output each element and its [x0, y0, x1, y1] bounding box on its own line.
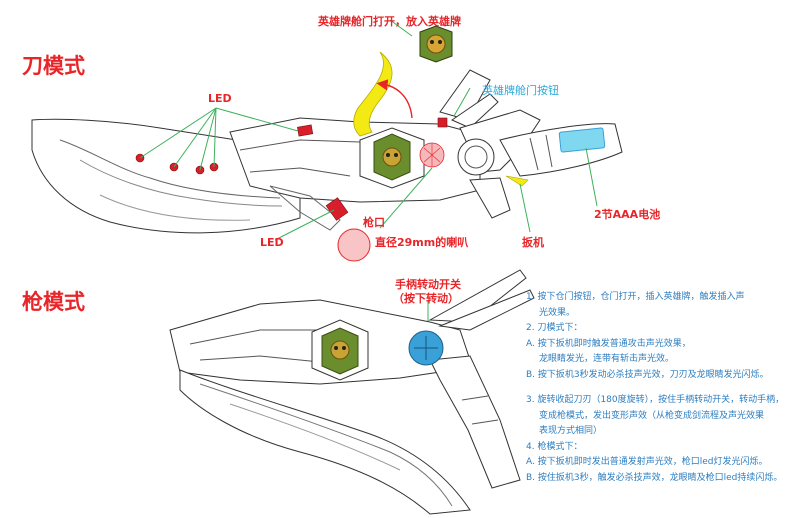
note-2b: B. 按下扳机3秒发动必杀技声光效，刀刃及龙眼睛发光闪烁。: [526, 369, 769, 380]
gun-folded-blade: [179, 369, 471, 515]
gun-hero-card: [321, 327, 359, 375]
led-label-top: LED: [208, 92, 232, 105]
grip-switch-label-line2: （按下转动）: [393, 292, 459, 305]
trigger-highlight: [505, 175, 529, 187]
gun-mode-title: 枪模式: [22, 290, 85, 314]
hero-card-hatch: [353, 51, 393, 137]
instructions-list: 1. 按下仓门按钮，仓门打开，插入英雄牌，触发插入声 光效果。 2. 刀模式下：…: [526, 290, 798, 486]
hatch-open-arrow: [376, 79, 413, 119]
speaker-label: 直径29mm的喇叭: [375, 236, 469, 249]
speaker-icon: [337, 228, 371, 262]
blade-mode-title: 刀模式: [22, 54, 85, 78]
note-3-cont2: 表现方式相同）: [539, 426, 603, 436]
leader-lines: [139, 19, 598, 330]
note-4b: B. 按住扳机3秒，触发必杀技声效，龙眼睛及枪口led持续闪烁。: [526, 472, 783, 483]
gun-handle: [429, 355, 521, 489]
note-1: 1. 按下仓门按钮，仓门打开，插入英雄牌，触发插入声: [526, 292, 745, 302]
led-label-bottom: LED: [260, 236, 284, 249]
note-1-cont: 光效果。: [539, 307, 576, 318]
muzzle-label: 枪口: [363, 216, 385, 229]
blade-hero-card: [373, 133, 411, 181]
blade-leds: [135, 117, 448, 221]
note-2a: A. 按下扳机即时触发普通攻击声光效果，: [526, 338, 691, 349]
blade-edge-detail: [59, 139, 281, 199]
note-3-cont1: 变成枪模式，发出变形声效（从枪变成剑流程及声光效果: [539, 410, 765, 421]
battery-compartment: [558, 127, 606, 153]
note-4: 4. 枪模式下：: [526, 441, 583, 452]
grip-switch-label-line1: 手柄转动开关: [395, 278, 461, 291]
hero-card-floating: [419, 25, 453, 63]
hero-card-hatch-button-label: 英雄牌舱门按钮: [482, 84, 559, 97]
hero-card-hatch-open-label: 英雄牌舱门打开，放入英雄牌: [318, 15, 461, 28]
note-4a: A. 按下扳机即时发出普通发射声光效，枪口led灯发光闪烁。: [526, 457, 768, 467]
blade-outline: [31, 118, 301, 234]
trigger-label: 扳机: [522, 236, 544, 249]
note-3: 3. 旋转收起刀刃（180度旋转），按住手柄转动开关，转动手柄，: [526, 395, 785, 405]
battery-label: 2节AAA电池: [594, 208, 661, 221]
gun-mode-weapon: [169, 269, 535, 515]
note-2: 2. 刀模式下：: [526, 323, 583, 333]
note-2a-cont: 龙眼睛发光，连带有斩击声光效。: [539, 354, 675, 364]
